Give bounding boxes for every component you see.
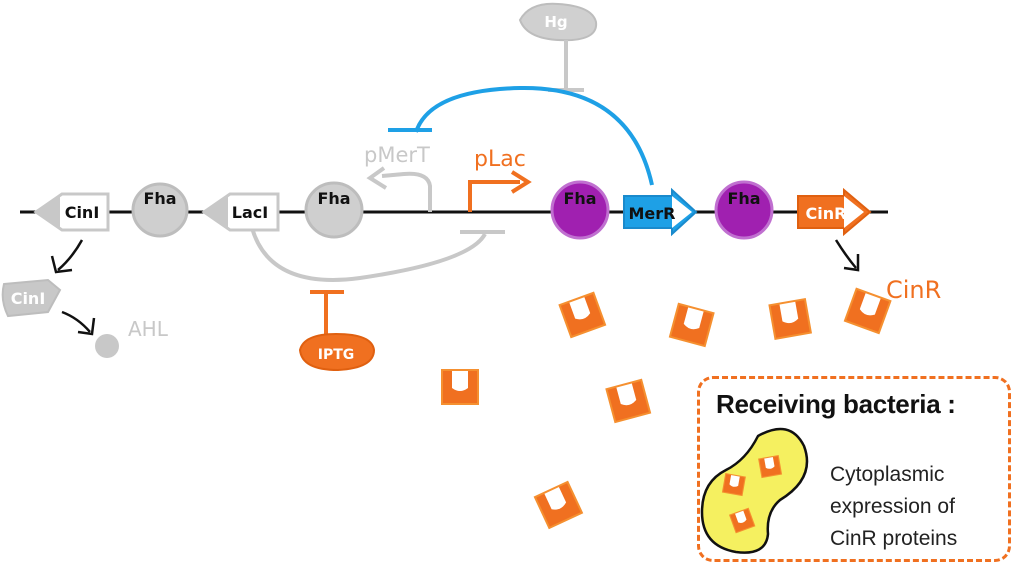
gene-cinr-label: CinR	[806, 204, 847, 223]
ahl-molecule: AHL	[95, 317, 169, 358]
gene-laci: LacI	[201, 192, 280, 232]
hg-label: Hg	[544, 13, 567, 31]
gene-merr: MerR	[623, 187, 698, 237]
legend-description: Cytoplasmic expression of CinR proteins	[830, 459, 1000, 555]
receiving-bacteria-legend: Receiving bacteria : Cytoplasmic express…	[697, 376, 1011, 562]
gene-merr-label: MerR	[629, 204, 676, 223]
iptg-inhibitor: IPTG	[298, 290, 376, 372]
fha-domain-3: Fha	[550, 180, 610, 240]
fha-2-label: Fha	[317, 189, 350, 208]
cinr-protein	[768, 298, 812, 340]
pmert-label: pMerT	[364, 143, 430, 167]
promoter-pmert: pMerT	[364, 143, 432, 212]
fha-4-label: Fha	[727, 189, 760, 208]
laci-repression-arc	[250, 227, 505, 282]
cinr-protein	[533, 480, 583, 529]
cini-protein-label: CinI	[11, 289, 46, 308]
cinr-protein	[843, 287, 892, 335]
fha-domain-4: Fha	[714, 180, 774, 240]
receiving-bacterium	[700, 427, 809, 554]
cinr-expression: CinR	[834, 239, 941, 304]
legend-line-3: CinR proteins	[830, 527, 958, 550]
legend-line-2: expression of	[830, 495, 955, 518]
merr-repression-arc	[388, 85, 654, 186]
legend-title: Receiving bacteria :	[716, 389, 956, 419]
fha-1-label: Fha	[143, 189, 176, 208]
plac-label: pLac	[474, 147, 526, 172]
hg-inhibitor: Hg	[518, 2, 598, 92]
gene-cini-label: CinI	[65, 203, 100, 222]
fha-3-label: Fha	[563, 189, 596, 208]
gene-laci-label: LacI	[232, 203, 268, 222]
fha-domain-2: Fha	[304, 181, 364, 239]
cini-expression: CinI	[1, 239, 96, 336]
legend-line-1: Cytoplasmic	[830, 463, 945, 486]
iptg-label: IPTG	[318, 347, 355, 363]
cinr-protein	[441, 369, 479, 405]
ahl-label: AHL	[128, 317, 169, 341]
gene-cini: CinI	[33, 192, 110, 232]
cinr-protein	[668, 302, 715, 348]
promoter-plac: pLac	[468, 147, 532, 212]
cinr-protein-label: CinR	[886, 276, 941, 304]
gene-cinr: CinR	[797, 187, 872, 237]
cinr-protein	[605, 378, 652, 424]
fha-domain-1: Fha	[131, 182, 189, 238]
cinr-protein	[558, 291, 607, 339]
